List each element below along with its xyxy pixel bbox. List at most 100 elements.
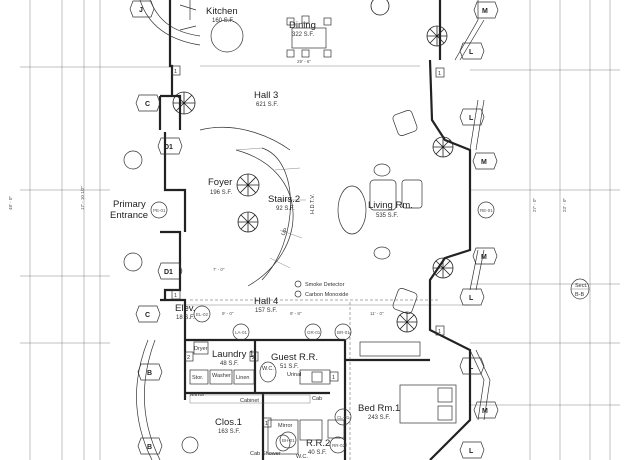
tag-m-4: M: [482, 408, 488, 415]
tag-l-3: L: [469, 295, 474, 302]
legend-carbon: Carbon Monoxide: [305, 292, 348, 298]
tag-1-e: 1: [332, 375, 335, 381]
tag-2-a: 2: [187, 355, 190, 361]
code-re01: RE-01: [480, 208, 493, 213]
dimension-labels: 48' - 0" 17' - 10 1/2" 27' - 0" 23' - 0"…: [8, 59, 567, 316]
dim-hall4-left: 9' - 0": [222, 311, 234, 316]
tag-1-d: 1: [438, 329, 441, 335]
code-markers: PE-01 RE-01 EL-02 LA-01 GR-01 BR-01 CL-0…: [150, 201, 495, 454]
room-hall4-name: Hall 4: [254, 296, 278, 307]
tag-b-bottom: B: [147, 444, 152, 451]
fixture-shower: Shower: [262, 451, 281, 457]
dim-right-23: 23' - 0": [562, 198, 567, 212]
code-rr02: RR-02: [332, 443, 346, 448]
square-tags: 1 1 1 1 2 2 1 1: [171, 65, 445, 428]
legend-smoke: Smoke Detector: [305, 282, 345, 288]
room-hall3-area: 621 S.F.: [256, 102, 278, 108]
tag-1-a: 1: [174, 69, 177, 75]
dim-left-mid: 17' - 10 1/2": [80, 186, 85, 210]
tag-d1-top: D1: [164, 144, 173, 151]
tag-c-top: C: [145, 101, 150, 108]
room-rr2-name: R.R.2: [306, 438, 330, 449]
room-hall4-area: 157 S.F.: [255, 308, 277, 314]
fixture-washer: Washer: [212, 373, 231, 379]
fixture-dryer: Dryer: [194, 346, 208, 352]
fixture-labels: Dryer Stor. Washer Linen W.C. Urinal Mir…: [190, 194, 322, 460]
room-living-name: Living Rm.: [368, 200, 413, 211]
fixture-wc: W.C.: [262, 366, 274, 372]
fixture-cab-a: Cab: [312, 396, 322, 402]
dining-table: [286, 15, 332, 58]
stair-up-label: UP: [281, 227, 290, 237]
tag-l-1: L: [469, 49, 474, 56]
kitchen-table: [210, 19, 244, 53]
room-laundry-area: 48 S.F.: [220, 361, 239, 367]
dim-stair-width: 7' - 0": [213, 267, 225, 272]
dimension-lines: [20, 0, 620, 460]
tag-c-bottom: C: [145, 312, 150, 319]
room-laundry-name: Laundry 1: [212, 349, 254, 360]
spiral-stair: [199, 126, 306, 287]
code-gr01: GR-01: [307, 330, 321, 335]
fixture-urinal: Urinal: [287, 372, 301, 378]
fixture-cab-b: Cab: [250, 451, 260, 457]
code-pe01: PE-01: [153, 208, 166, 213]
bed: [399, 384, 457, 424]
carbon-monoxide-icon: [294, 290, 302, 298]
hex-tags: J C D1 D1 C B B M L L M M L L M L: [129, 0, 499, 459]
tag-b-top: B: [147, 370, 152, 377]
room-primary-entrance-name: Primary Entrance: [110, 199, 148, 221]
dim-dining-width: 29' - 6": [297, 59, 311, 64]
code-la01: LA-01: [235, 330, 248, 335]
room-kitchen-name: Kitchen: [206, 6, 238, 17]
tag-d1-bottom: D1: [164, 269, 173, 276]
room-clos-name: Clos.1: [215, 417, 242, 428]
code-cl01: CL-01: [337, 415, 350, 420]
room-elev-name: Elev.: [175, 303, 195, 314]
section-marker: Sect. B-B: [570, 278, 590, 300]
code-bh01: BH-01: [282, 438, 295, 443]
section-label: Sect.: [575, 283, 588, 289]
tag-1-b: 1: [438, 71, 441, 77]
fixture-cabinet: Cabinet: [240, 398, 259, 404]
room-hall3-name: Hall 3: [254, 90, 278, 101]
room-kitchen-area: 160 S.F.: [212, 18, 234, 24]
room-stairs-area: 92 S.F.: [276, 206, 295, 212]
fixture-wc-b: W.C.: [296, 454, 308, 460]
fixture-mirror-a: Mirror: [190, 392, 205, 398]
room-clos-area: 163 S.F.: [218, 429, 240, 435]
fixture-stor: Stor.: [192, 375, 204, 381]
tv-label: H.D.T.V.: [310, 194, 316, 214]
room-dining-area: 322 S.F.: [292, 32, 314, 38]
tag-m-2: M: [481, 159, 487, 166]
room-primary-entrance-line-2: Entrance: [110, 210, 148, 221]
room-foyer-area: 196 S.F.: [210, 190, 232, 196]
room-living-area: 535 S.F.: [376, 213, 398, 219]
room-elev-area: 18 S.F.: [176, 315, 195, 321]
plants: [123, 0, 454, 333]
dim-hall4-right: 11' - 0": [370, 311, 384, 316]
code-br01: BR-01: [337, 330, 350, 335]
room-dining-name: Dining: [289, 20, 316, 31]
room-guest-rr-area: 51 S.F.: [280, 364, 299, 370]
room-foyer-name: Foyer: [208, 177, 232, 188]
room-primary-entrance-line: Primary: [113, 199, 146, 210]
service-fixtures: [181, 341, 345, 455]
room-labels: Kitchen 160 S.F. Dining 322 S.F. Hall 3 …: [110, 6, 413, 456]
legend: Smoke Detector Carbon Monoxide: [294, 280, 348, 298]
smoke-detector-icon: [294, 280, 302, 288]
tag-j: J: [139, 7, 143, 14]
tag-l-4: L: [469, 364, 474, 371]
room-bed-area: 243 S.F.: [368, 415, 390, 421]
tag-1-c: 1: [174, 293, 177, 299]
room-rr2-area: 40 S.F.: [308, 450, 327, 456]
room-bed-name: Bed Rm.1: [358, 403, 400, 414]
dim-hall4-mid: 9' - 8": [290, 311, 302, 316]
walls: [136, 0, 472, 460]
tag-m-3: M: [481, 254, 487, 261]
room-guest-rr-name: Guest R.R.: [271, 352, 318, 363]
fixture-linen: Linen: [236, 375, 249, 381]
tag-1-f: 1: [265, 421, 268, 427]
fixture-mirror-b: Mirror: [278, 423, 293, 429]
room-stairs-name: Stairs.2: [268, 194, 300, 205]
